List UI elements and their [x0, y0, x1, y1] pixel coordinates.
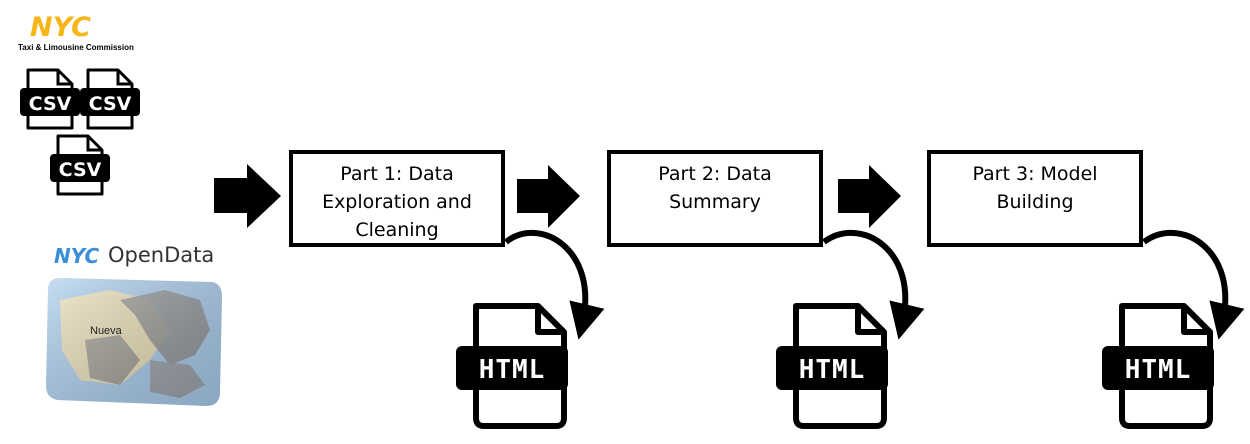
nyc-tlc-logo: NYC	[30, 12, 91, 43]
svg-text:CSV: CSV	[89, 93, 132, 115]
nyc-tlc-subtitle: Taxi & Limousine Commission	[18, 43, 134, 52]
opendata-nyc-mark: NYC	[54, 244, 100, 268]
part-2-box: Part 2: Data Summary	[607, 150, 823, 247]
svg-text:HTML: HTML	[479, 355, 546, 385]
nyc-map-thumbnail: Nueva	[46, 278, 222, 406]
csv-file-icon: CSV	[80, 68, 140, 130]
csv-file-icon: CSV	[20, 68, 80, 130]
html-file-icon: HTML	[776, 303, 888, 429]
svg-text:HTML: HTML	[1125, 355, 1192, 385]
csv-file-icon: CSV	[50, 134, 110, 196]
curved-arrow-icon	[822, 229, 925, 340]
html-file-icon: HTML	[456, 303, 568, 429]
svg-text:CSV: CSV	[29, 93, 72, 115]
svg-text:CSV: CSV	[59, 159, 102, 181]
opendata-word: OpenData	[108, 243, 215, 267]
curved-arrow-icon	[1142, 229, 1245, 340]
html-file-icon: HTML	[1102, 303, 1214, 429]
part-1-box: Part 1: Data Exploration and Cleaning	[289, 150, 505, 247]
curved-arrow-icon	[504, 229, 605, 340]
right-arrow-icon	[838, 165, 901, 228]
svg-text:HTML: HTML	[799, 355, 866, 385]
right-arrow-icon	[517, 165, 580, 228]
right-arrow-icon	[214, 164, 281, 228]
part-3-box: Part 3: Model Building	[927, 150, 1143, 247]
svg-text:Nueva: Nueva	[90, 325, 123, 337]
svg-text:NYC: NYC	[30, 12, 91, 43]
